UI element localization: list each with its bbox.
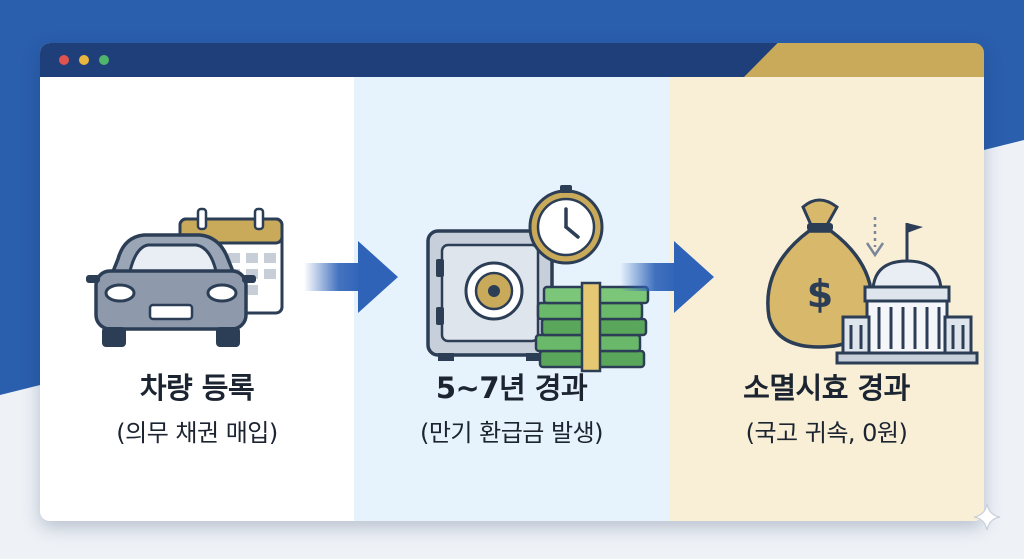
sparkle-icon bbox=[973, 503, 1001, 531]
cash-stack-icon bbox=[534, 281, 650, 373]
step-subtitle: (국고 귀속, 0원) bbox=[745, 419, 908, 447]
close-window-button[interactable] bbox=[59, 55, 69, 65]
step-title: 소멸시효 경과 bbox=[743, 371, 910, 405]
title-bar bbox=[40, 43, 984, 77]
step-panel-registration: 차량 등록 (의무 채권 매입) bbox=[40, 77, 354, 521]
car-icon bbox=[86, 233, 256, 347]
step-subtitle: (만기 환급금 발생) bbox=[419, 419, 604, 447]
step-subtitle: (의무 채권 매입) bbox=[116, 419, 278, 447]
title-bar-accent bbox=[744, 43, 984, 77]
clock-icon bbox=[528, 185, 604, 265]
step-panel-maturity: 5~7년 경과 (만기 환급금 발생) bbox=[354, 77, 669, 521]
step-title: 5~7년 경과 bbox=[435, 371, 588, 405]
step-title: 차량 등록 bbox=[139, 371, 255, 405]
safe-icon bbox=[426, 229, 554, 361]
expiration-illustration: $ bbox=[766, 198, 979, 365]
right-arrow-icon bbox=[304, 241, 398, 313]
maximize-window-button[interactable] bbox=[99, 55, 109, 65]
right-arrow-icon bbox=[620, 241, 714, 313]
transfer-arrow-icon bbox=[865, 217, 885, 258]
step-panel-expiration: $ bbox=[669, 77, 984, 521]
government-building-icon bbox=[835, 223, 979, 365]
maturity-illustration bbox=[426, 185, 650, 373]
svg-text:$: $ bbox=[807, 272, 833, 316]
registration-illustration bbox=[86, 207, 284, 347]
minimize-window-button[interactable] bbox=[79, 55, 89, 65]
app-window: 차량 등록 (의무 채권 매입) bbox=[40, 43, 984, 521]
